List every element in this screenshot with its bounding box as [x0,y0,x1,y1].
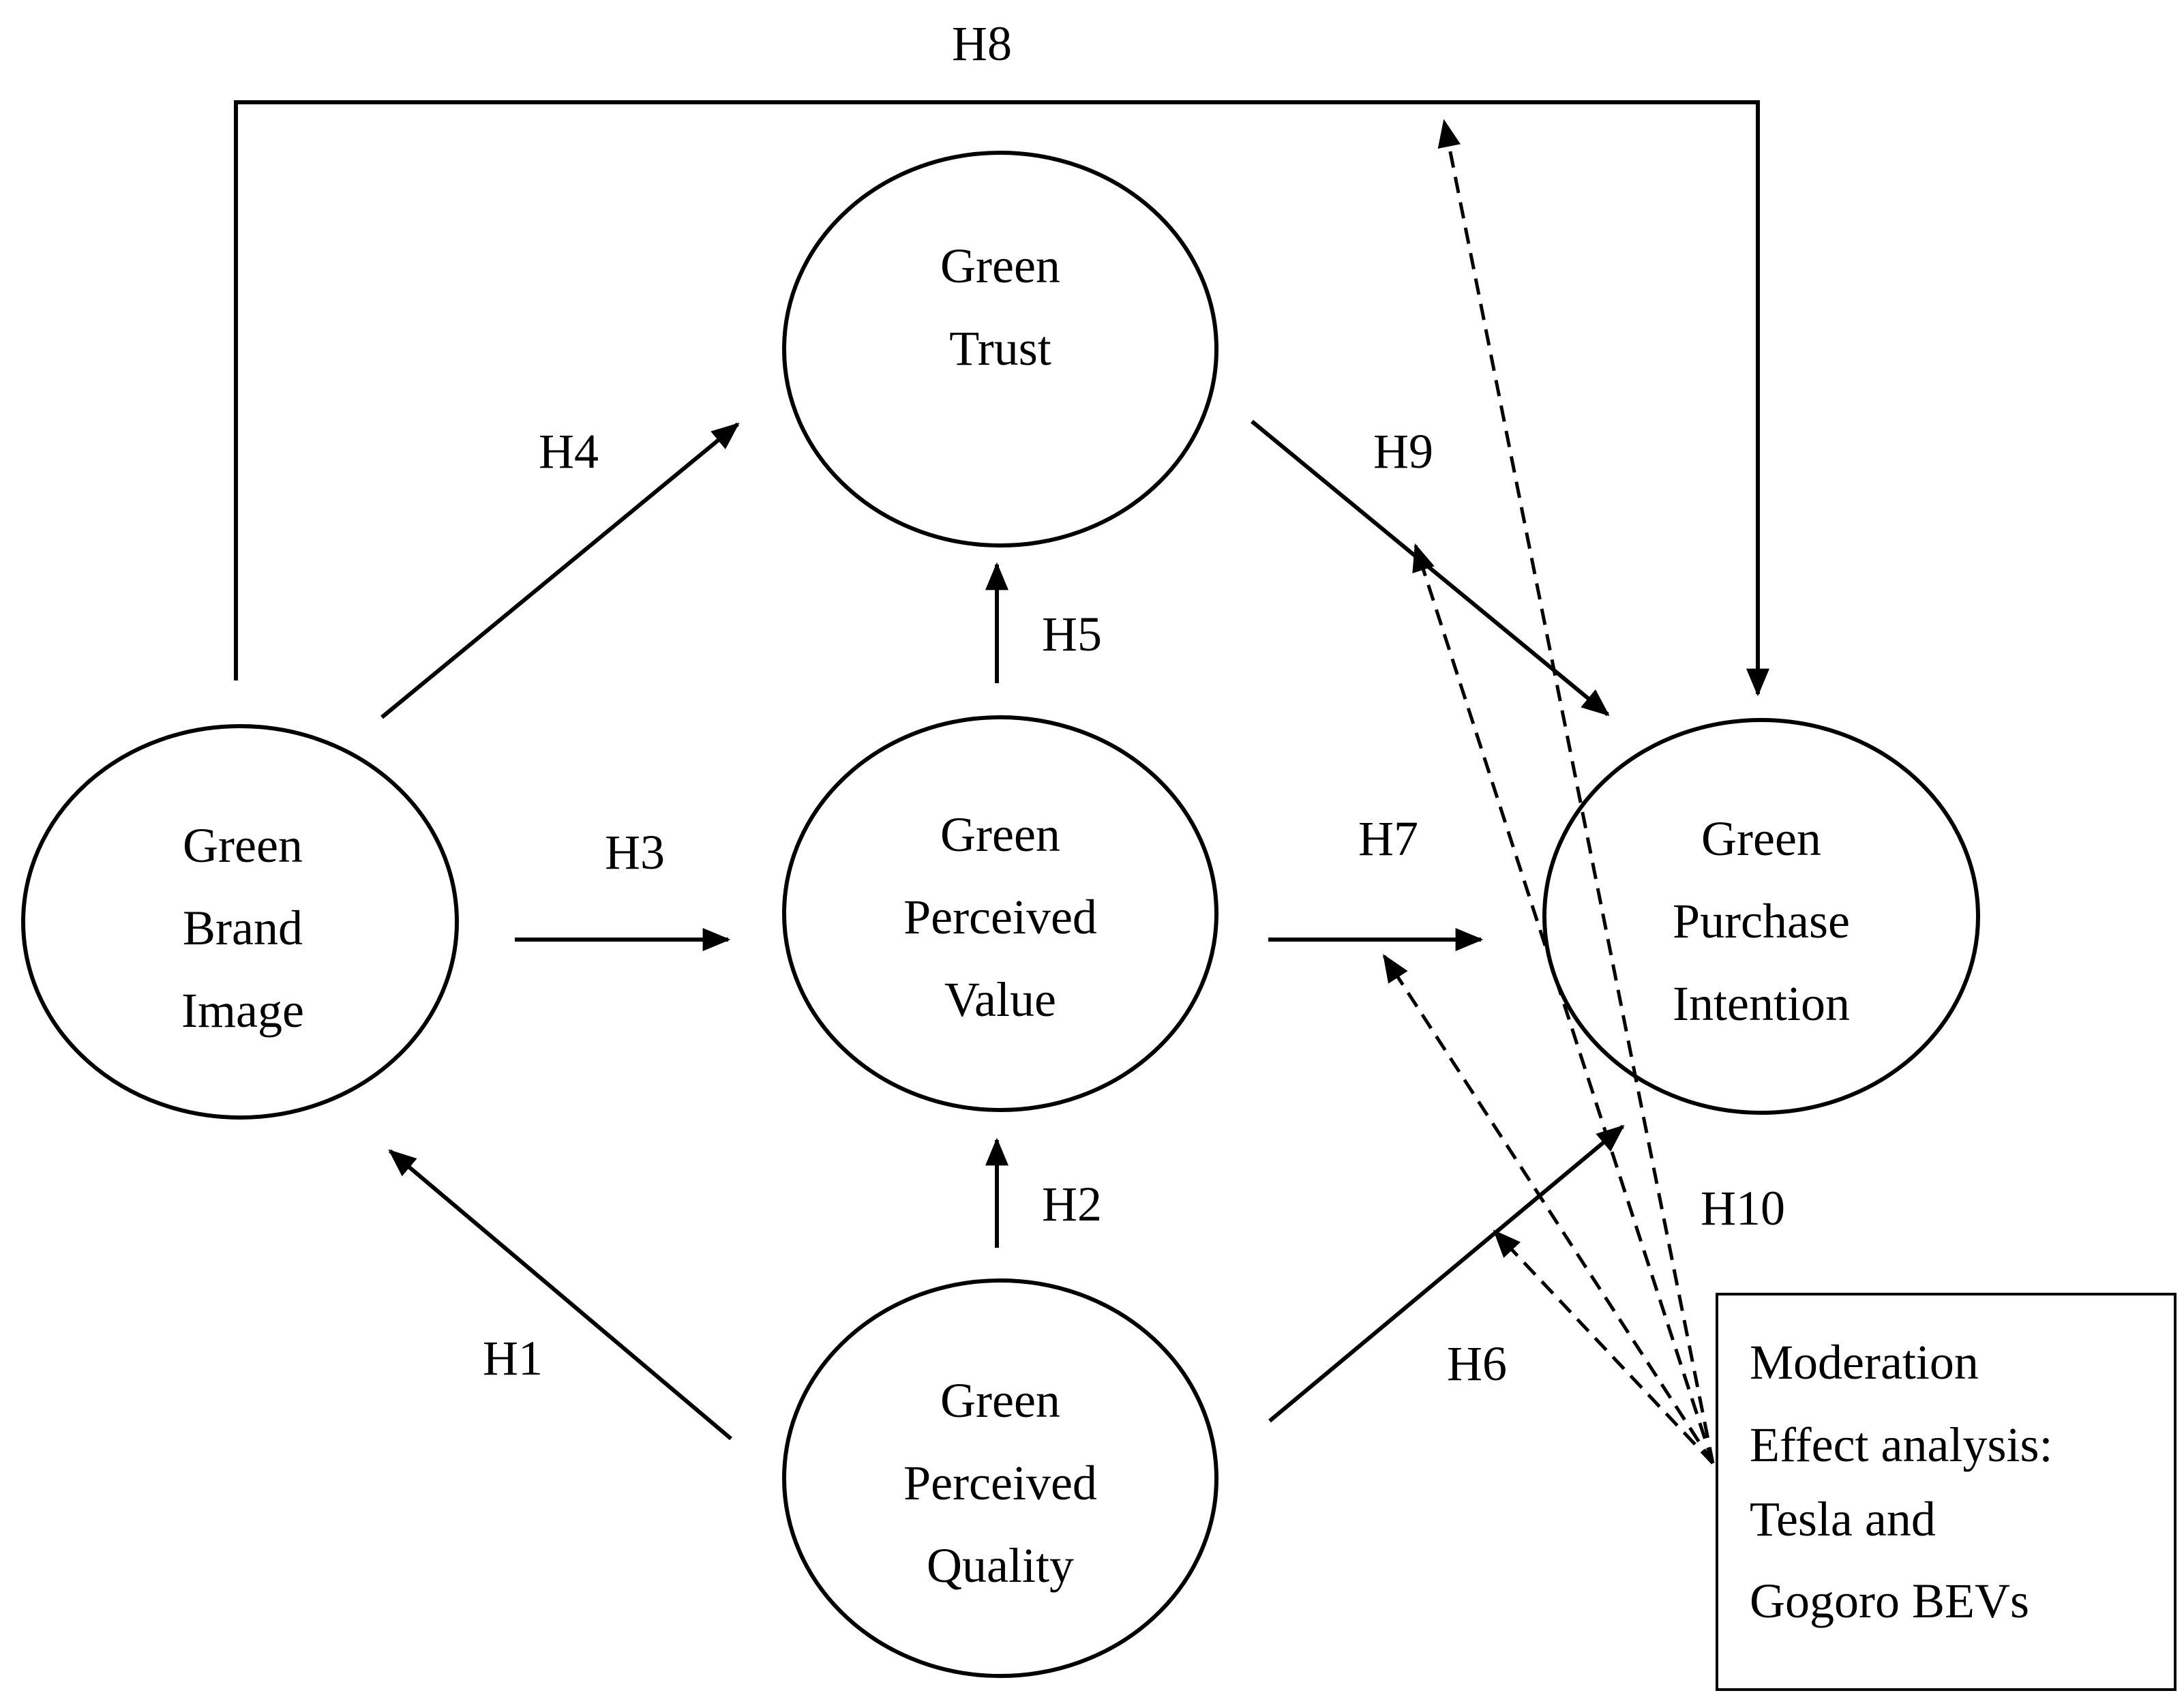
h1-label: H1 [483,1331,543,1385]
h1-arrow [388,1149,732,1441]
green-perceived-value-node [782,715,1218,1112]
green-purchase-intention-label-2: Purchase [1673,894,1850,948]
green-perceived-quality-node [782,1278,1218,1678]
h10-moderation-arrow-h6 [1493,1229,1714,1465]
green-perceived-value-label-3: Value [944,972,1056,1027]
h2-label: H2 [1042,1177,1102,1231]
green-perceived-quality-label-1: Green [940,1373,1060,1428]
h10-moderation-arrow-h7 [1382,954,1715,1465]
moderation-text-2: Effect analysis: [1750,1418,2053,1472]
green-perceived-quality-label-2: Perceived [903,1456,1097,1510]
green-brand-image-node [21,724,459,1120]
h4-label: H4 [539,424,599,479]
green-purchase-intention-label-3: Intention [1673,976,1850,1031]
moderation-text-1: Moderation [1750,1335,1979,1390]
h10-label: H10 [1701,1181,1785,1235]
green-trust-label-1: Green [940,239,1060,293]
green-purchase-intention-label-1: Green [1701,811,1821,866]
h7-label: H7 [1358,811,1418,866]
h9-label: H9 [1373,424,1433,479]
green-perceived-quality-label-3: Quality [927,1538,1074,1593]
h4-arrow [380,422,740,719]
h3-label: H3 [605,825,665,880]
moderation-text-4: Gogoro BEVs [1750,1574,2029,1628]
green-purchase-intention-node [1542,718,1980,1115]
green-brand-image-label-2: Brand [183,901,303,955]
h5-label: H5 [1042,607,1102,661]
green-perceived-value-label-2: Perceived [903,890,1097,944]
h6-label: H6 [1447,1336,1507,1391]
h6-arrow [1268,1124,1625,1423]
green-trust-label-2: Trust [949,321,1051,376]
h8-label: H8 [952,16,1012,71]
green-perceived-value-label-1: Green [940,807,1060,862]
h10-moderation-arrow-h9 [1412,543,1715,1464]
green-brand-image-label-3: Image [181,983,304,1038]
h10-moderation-arrow-h8 [1437,119,1715,1464]
green-brand-image-label-1: Green [183,818,303,873]
moderation-text-3: Tesla and [1750,1492,1936,1546]
green-trust-node [782,151,1218,548]
moderation-box [1716,1293,2176,1691]
h8-arrow [234,100,1769,697]
